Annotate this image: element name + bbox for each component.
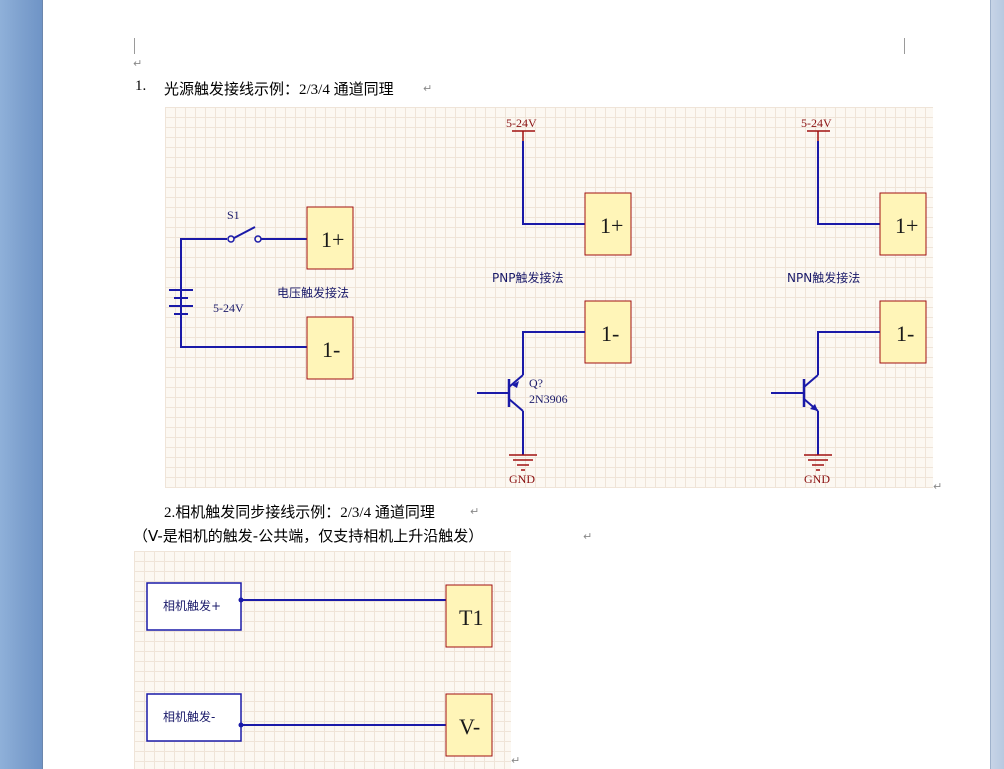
transistor-emitter xyxy=(508,374,524,388)
pnp-arrow xyxy=(512,381,519,388)
npn-arrow xyxy=(810,404,818,411)
terminal-vminus-label: V- xyxy=(459,714,480,739)
battery-label: 5-24V xyxy=(213,301,244,315)
terminal-vminus xyxy=(445,693,493,757)
paragraph-mark: ↵ xyxy=(933,480,943,493)
light-trigger-svg: S1 5-24V 1+ 1- 电压触发接法 5-24V xyxy=(169,116,927,486)
paragraph-mark: ↵ xyxy=(423,82,433,95)
wire xyxy=(180,314,307,348)
pnp-gnd-label: GND xyxy=(509,472,535,486)
document-page: ↵ 1. 光源触发接线示例：2/3/4 通道同理 ↵ S1 5-24V xyxy=(42,0,991,769)
terminal-minus-label: 1- xyxy=(322,337,340,362)
wire xyxy=(817,141,880,225)
switch-blade xyxy=(233,226,256,239)
terminal-plus-label: 1+ xyxy=(895,213,918,238)
terminal-plus-label: 1+ xyxy=(600,213,623,238)
left-margin-marker xyxy=(134,38,135,54)
camera-trigger-minus-box xyxy=(146,693,242,742)
npn-method-label: NPN触发接法 xyxy=(787,270,860,285)
pnp-method-label: PNP触发接法 xyxy=(492,270,563,285)
camera-minus-label: 相机触发- xyxy=(163,709,215,724)
camera-trigger-plus-box xyxy=(146,582,242,631)
pnp-ref-label: Q? xyxy=(529,376,543,390)
terminal-pnp-plus xyxy=(584,192,632,256)
terminal-voltage-plus xyxy=(306,206,354,270)
npn-gnd-label: GND xyxy=(804,472,830,486)
paragraph-mark: ↵ xyxy=(583,530,593,543)
junction-dot xyxy=(238,597,244,603)
pnp-trigger-circuit: 5-24V 1+ PNP触发接法 1- Q? 2N3906 xyxy=(477,116,632,486)
junction-dot xyxy=(238,722,244,728)
npn-supply-label: 5-24V xyxy=(801,116,832,130)
terminal-minus-label: 1- xyxy=(896,321,914,346)
item2-heading: 2.相机触发同步接线示例：2/3/4 通道同理 xyxy=(164,505,435,521)
transistor-collector xyxy=(508,398,524,412)
terminal-t1 xyxy=(445,584,493,648)
paragraph-mark: ↵ xyxy=(133,57,143,70)
item1-heading: 光源触发接线示例：2/3/4 通道同理 xyxy=(164,82,394,98)
wire xyxy=(817,331,880,375)
paragraph-mark: ↵ xyxy=(470,505,480,518)
voltage-trigger-circuit: S1 5-24V 1+ 1- 电压触发接法 xyxy=(169,206,354,380)
paragraph-mark: ↵ xyxy=(511,754,521,767)
terminal-pnp-minus xyxy=(584,300,632,364)
npn-trigger-circuit: 5-24V 1+ NPN触发接法 1- GND xyxy=(771,116,927,486)
light-trigger-diagram: S1 5-24V 1+ 1- 电压触发接法 5-24V xyxy=(165,107,933,488)
pnp-part-label: 2N3906 xyxy=(529,392,568,406)
switch-contact xyxy=(254,235,262,243)
terminal-voltage-minus xyxy=(306,316,354,380)
switch-contact xyxy=(227,235,235,243)
terminal-minus-label: 1- xyxy=(601,321,619,346)
camera-trigger-diagram: 相机触发+ T1 相机触发- V- xyxy=(134,551,511,769)
switch-label: S1 xyxy=(227,208,240,222)
terminal-plus-label: 1+ xyxy=(321,227,344,252)
camera-plus-label: 相机触发+ xyxy=(163,598,221,613)
item2-note: （V-是相机的触发-公共端，仅支持相机上升沿触发） xyxy=(133,527,484,545)
wire xyxy=(522,331,585,375)
wire xyxy=(180,238,227,318)
voltage-method-label: 电压触发接法 xyxy=(277,285,349,300)
wire xyxy=(522,141,585,225)
right-margin-marker xyxy=(904,38,905,54)
terminal-npn-plus xyxy=(879,192,927,256)
transistor-collector xyxy=(803,374,819,388)
pnp-supply-label: 5-24V xyxy=(506,116,537,130)
item1-number: 1. xyxy=(135,78,147,94)
camera-trigger-svg: 相机触发+ T1 相机触发- V- xyxy=(146,582,493,757)
terminal-t1-label: T1 xyxy=(459,605,483,630)
